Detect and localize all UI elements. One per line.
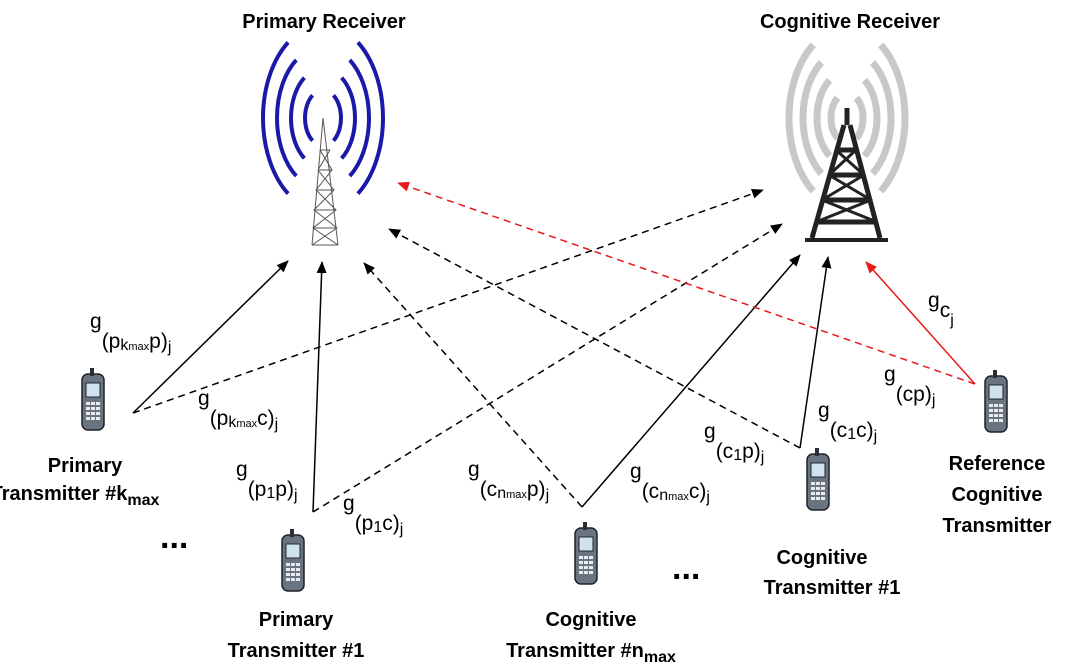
cognitive-receiver-waves (785, 42, 909, 194)
primary-wave-left-3 (275, 58, 298, 178)
link-c1-primary (388, 228, 801, 449)
cognitive-nmax-line2: Transmitter #nmax (506, 640, 676, 666)
reference-links (397, 181, 976, 385)
primary-wave-right-4 (356, 41, 385, 195)
primary-wave-left-4 (261, 41, 290, 195)
ellipsis-cognitive: ... (672, 549, 700, 587)
cognitive-receiver-label: Cognitive Receiver (760, 11, 940, 33)
link-cnmax-cognitive (581, 254, 801, 508)
cognitive-wave-right-4 (878, 42, 909, 194)
reference-line3: Transmitter (943, 515, 1052, 537)
gain-c1-p: g(c1p)j (704, 420, 764, 466)
cognitive-nmax-line1: Cognitive (545, 609, 636, 631)
cognitive-wave-left-2 (813, 77, 833, 159)
cognitive-transmitter-1-icon (806, 447, 830, 511)
cognitive-wave-left-1 (827, 95, 841, 141)
cognitive-wave-right-1 (853, 95, 867, 141)
gain-c1-c: g(c1c)j (818, 399, 877, 445)
gain-p1-p: g(p1p)j (236, 458, 298, 504)
primary-1-line2: Transmitter #1 (228, 640, 365, 662)
cognitive-transmitter-nmax-icon (574, 521, 598, 585)
primary-wave-left-2 (289, 76, 306, 160)
primary-kmax-line2: Transmitter #kmax (0, 483, 159, 509)
cognitive-wave-right-3 (869, 60, 895, 176)
primary-receiver-waves (261, 41, 385, 195)
gain-c: gcj (928, 289, 954, 329)
primary-wave-right-1 (331, 93, 343, 143)
gain-cnmax-c: g(cnmaxc)j (630, 460, 710, 506)
gain-pkmax-p: g(pkmaxp)j (90, 310, 171, 356)
cognitive-wave-left-3 (799, 60, 825, 176)
link-c1-cognitive (799, 256, 832, 449)
primary-transmitter-kmax-icon (81, 367, 105, 431)
link-p1-cognitive (312, 223, 783, 513)
gain-cp: g(cp)j (884, 363, 935, 409)
link-ref-cognitive (865, 261, 976, 385)
primary-kmax-line1: Primary (48, 455, 123, 477)
dashed-links (132, 188, 801, 513)
cognitive-wave-right-2 (861, 77, 881, 159)
primary-tower-icon (311, 117, 339, 246)
link-pkmax-cognitive (132, 188, 764, 414)
link-cnmax-primary (363, 262, 583, 508)
primary-wave-right-3 (348, 58, 371, 178)
reference-line1: Reference (949, 453, 1046, 475)
ellipsis-primary: ... (160, 518, 188, 556)
primary-receiver-label: Primary Receiver (242, 11, 406, 33)
gain-pkmax-c: g(pkmaxc)j (198, 387, 278, 433)
cognitive-1-line1: Cognitive (776, 547, 867, 569)
cognitive-1-line2: Transmitter #1 (764, 577, 901, 599)
gain-p1-c: g(p1c)j (343, 492, 403, 538)
solid-links (132, 254, 832, 513)
primary-wave-right-2 (340, 76, 357, 160)
link-pkmax-primary (132, 260, 289, 414)
primary-transmitter-1-icon (281, 528, 305, 592)
cognitive-tower-icon (805, 108, 888, 242)
reference-line2: Cognitive (951, 484, 1042, 506)
cognitive-wave-left-4 (785, 42, 816, 194)
primary-wave-left-1 (303, 93, 315, 143)
reference-cognitive-transmitter-icon (984, 369, 1008, 433)
primary-1-line1: Primary (259, 609, 334, 631)
link-ref-primary (397, 181, 976, 385)
gain-cnmax-p: g(cnmaxp)j (468, 458, 549, 504)
link-p1-primary (312, 261, 327, 513)
